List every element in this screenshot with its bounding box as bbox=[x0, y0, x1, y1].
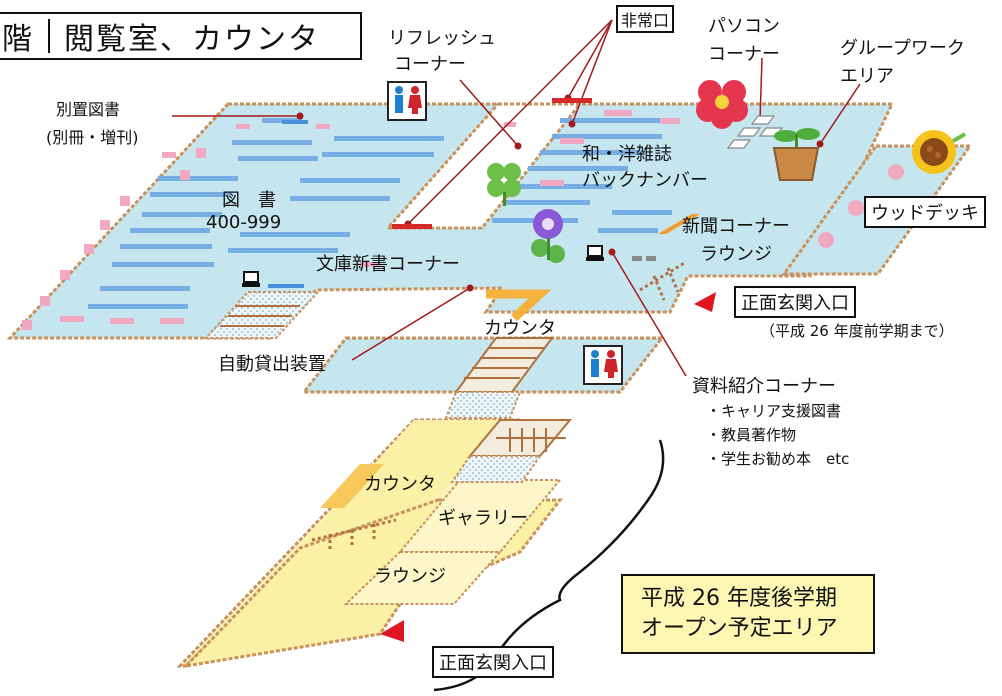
stairs-middle-lines bbox=[464, 347, 544, 379]
label-betsuchi-sub: (別冊・増刊) bbox=[46, 128, 139, 147]
arrow-icon bbox=[694, 292, 716, 312]
label-materials-item-2: ・教員著作物 bbox=[706, 426, 797, 444]
planned-area-note: 平成 26 年度後学期 オープン予定エリア bbox=[621, 574, 875, 654]
lounge-lower-zone bbox=[343, 551, 503, 605]
deck-tables bbox=[818, 164, 904, 248]
reading-tables bbox=[22, 110, 680, 330]
counter-upper bbox=[486, 289, 552, 322]
label-wayou-1: 和・洋雑誌 bbox=[582, 144, 672, 165]
arrow-icon bbox=[380, 620, 404, 642]
floor-title: 階 閲覧室、カウンタ bbox=[0, 12, 362, 60]
label-wayou-2: バックナンバー bbox=[582, 170, 708, 191]
corridor-dots bbox=[444, 391, 522, 419]
label-counter-lower: カウンタ bbox=[364, 474, 436, 495]
floor-label: 階 bbox=[2, 22, 34, 57]
label-group-1: グループワーク bbox=[840, 38, 965, 59]
label-books-2: 400-999 bbox=[206, 212, 282, 233]
label-refresh-1: リフレッシュ bbox=[388, 28, 496, 49]
label-until-note: （平成 26 年度前学期まで） bbox=[760, 322, 954, 340]
label-betsuchi: 別置図書 bbox=[56, 100, 121, 119]
label-emergency-exit: 非常口 bbox=[616, 5, 675, 33]
label-main-entrance-lower: 正面玄関入口 bbox=[432, 646, 554, 678]
potted-plant-icon bbox=[772, 128, 820, 181]
label-materials-item-3: ・学生お勧め本 etc bbox=[706, 450, 850, 468]
counter-lower bbox=[320, 464, 384, 508]
label-gallery: ギャラリー bbox=[438, 508, 528, 529]
room-name: 閲覧室、カウンタ bbox=[64, 22, 320, 57]
label-auto-lending: 自動貸出装置 bbox=[218, 354, 326, 375]
sunflower-icon bbox=[912, 130, 967, 174]
hibiscus-icon bbox=[696, 80, 748, 129]
entry-gate bbox=[639, 260, 687, 301]
morning-glory-icon bbox=[531, 209, 565, 263]
pc-desks bbox=[726, 115, 784, 149]
lounge-seats bbox=[632, 256, 656, 261]
label-group-2: エリア bbox=[840, 66, 894, 87]
clover-icon bbox=[487, 163, 521, 206]
label-pc-1: パソコン bbox=[708, 16, 780, 37]
label-main-entrance-upper: 正面玄関入口 bbox=[734, 286, 856, 318]
leader-lines bbox=[172, 19, 861, 377]
computer-icon bbox=[242, 271, 260, 287]
label-lounge-lower: ラウンジ bbox=[374, 566, 446, 587]
label-pc-2: コーナー bbox=[708, 44, 780, 65]
label-lounge-upper: ラウンジ bbox=[700, 244, 772, 265]
newspaper-shelf bbox=[658, 214, 700, 234]
label-counter-upper: カウンタ bbox=[484, 318, 556, 339]
emergency-exit-marks bbox=[392, 98, 592, 229]
restroom-icon bbox=[387, 81, 427, 121]
planned-line-2: オープン予定エリア bbox=[641, 616, 838, 641]
label-materials: 資料紹介コーナー bbox=[692, 376, 836, 397]
entry-gate-lower bbox=[311, 518, 397, 552]
gallery-zone bbox=[397, 479, 563, 553]
stairs-lower-dots bbox=[450, 455, 542, 483]
label-newspaper: 新聞コーナー bbox=[682, 216, 790, 237]
label-books-1: 図 書 bbox=[222, 190, 276, 211]
label-refresh-2: コーナー bbox=[394, 54, 466, 75]
title-separator bbox=[48, 19, 50, 53]
computer-icon bbox=[586, 245, 604, 261]
stairs-lower-lines bbox=[496, 428, 566, 452]
label-materials-item-1: ・キャリア支援図書 bbox=[706, 402, 842, 420]
label-wood-deck: ウッドデッキ bbox=[864, 196, 986, 228]
restroom-icon bbox=[583, 345, 623, 385]
planned-line-1: 平成 26 年度後学期 bbox=[641, 586, 837, 611]
label-bunko: 文庫新書コーナー bbox=[316, 254, 460, 275]
stairs-left-lines bbox=[220, 305, 300, 327]
